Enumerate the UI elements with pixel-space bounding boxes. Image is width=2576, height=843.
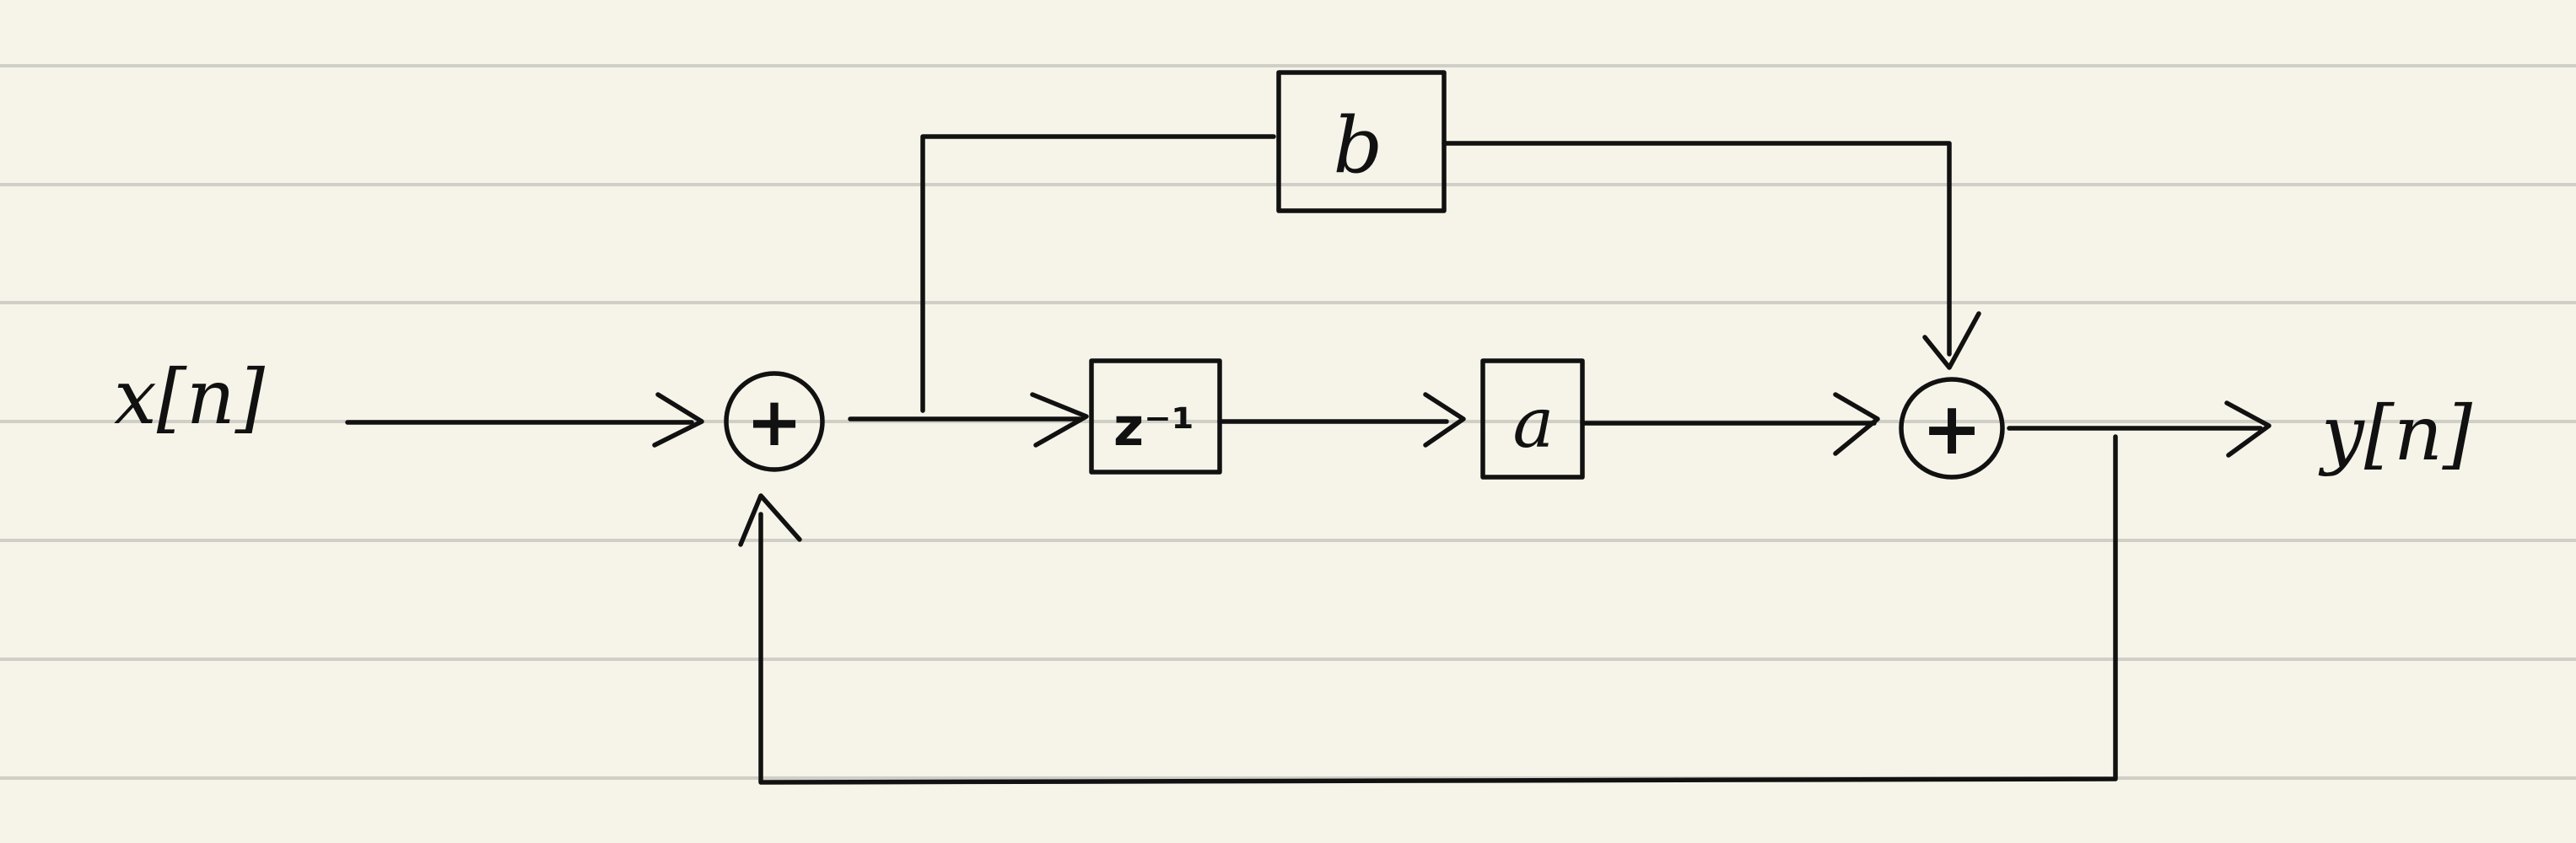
b-to-adder2-wire (1442, 141, 1952, 357)
adder-1: + (724, 371, 825, 472)
adder-1-sign: + (746, 383, 802, 461)
feedback-wire (758, 434, 2118, 785)
adder2-arrowhead (1833, 392, 1880, 456)
gain-b-label: b (1334, 100, 1383, 191)
delay-block: z⁻¹ (1089, 358, 1222, 475)
gain-a-label: a (1513, 384, 1555, 464)
b-arrowhead (1922, 311, 1981, 370)
branch-to-b-wire (920, 134, 1276, 413)
gain-b-block: b (1276, 70, 1447, 213)
output-signal-label: y[n] (2318, 389, 2473, 478)
input-arrowhead (652, 392, 704, 448)
adder-2-sign: + (1921, 387, 1982, 471)
gain-a-block: a (1480, 358, 1585, 480)
a-arrowhead (1423, 392, 1466, 448)
feedback-arrowhead (738, 493, 802, 547)
input-signal-label: x[n] (114, 353, 266, 442)
delay-block-label: z⁻¹ (1113, 396, 1194, 458)
adder-2: + (1899, 377, 2005, 480)
output-arrowhead (2224, 400, 2272, 458)
delay-arrowhead (1030, 392, 1089, 448)
